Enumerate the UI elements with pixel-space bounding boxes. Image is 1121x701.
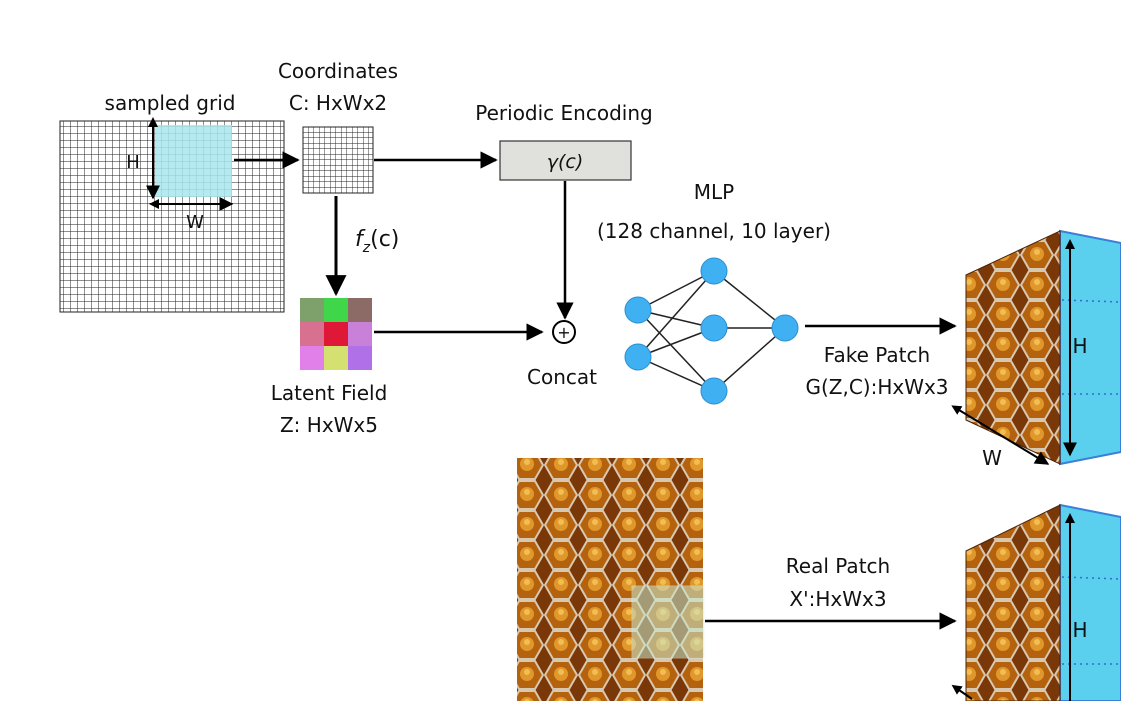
sampled-grid-title: sampled grid	[105, 91, 236, 115]
coordinates-shape: C: HxWx2	[289, 91, 387, 115]
real-cube-w-arrow	[951, 684, 973, 700]
concat-label: Concat	[527, 365, 597, 389]
grid-crop-highlight	[155, 125, 232, 197]
fz-f: f	[355, 227, 366, 252]
periodic-encoding-title: Periodic Encoding	[475, 101, 652, 125]
fake-cube-w-label: W	[982, 446, 1002, 470]
mlp-config: (128 channel, 10 layer)	[597, 219, 831, 243]
mlp-hidden-node	[700, 314, 728, 342]
coordinates-title: Coordinates	[278, 59, 398, 83]
fake-patch-cube	[951, 229, 1121, 466]
real-patch-cube	[951, 503, 1121, 701]
mlp-nodes	[624, 257, 799, 405]
latent-field-shape: Z: HxWx5	[280, 413, 378, 437]
mlp-output-node	[771, 314, 799, 342]
mlp-input-node	[624, 343, 652, 371]
real-texture-image	[517, 458, 705, 701]
fz-subscript: z	[362, 240, 371, 256]
fz-label: fz(c)	[355, 227, 399, 256]
fz-arg: (c)	[370, 227, 399, 252]
real-cube-h-label: H	[1072, 618, 1087, 642]
grid-w-label: W	[186, 212, 204, 233]
mlp-hidden-node	[700, 257, 728, 285]
real-patch-shape: X':HxWx3	[789, 587, 886, 611]
fake-cube-w-arrow	[951, 405, 1050, 465]
real-crop-highlight	[631, 585, 705, 659]
fake-patch-shape: G(Z,C):HxWx3	[805, 375, 948, 399]
latent-field-image	[300, 298, 372, 370]
encoding-box	[499, 140, 632, 181]
grid-h-label: H	[126, 152, 140, 173]
fake-patch-title: Fake Patch	[824, 343, 930, 367]
concat-operator-icon	[552, 320, 576, 344]
latent-field-title: Latent Field	[271, 381, 388, 405]
real-patch-title: Real Patch	[786, 554, 890, 578]
coordinates-grid	[302, 126, 374, 194]
mlp-title: MLP	[694, 180, 734, 204]
mlp-hidden-node	[700, 377, 728, 405]
concat-symbol: +	[557, 323, 570, 342]
gamma-function: γ(c)	[547, 151, 584, 173]
mlp-input-node	[624, 296, 652, 324]
fake-cube-h-label: H	[1072, 334, 1087, 358]
